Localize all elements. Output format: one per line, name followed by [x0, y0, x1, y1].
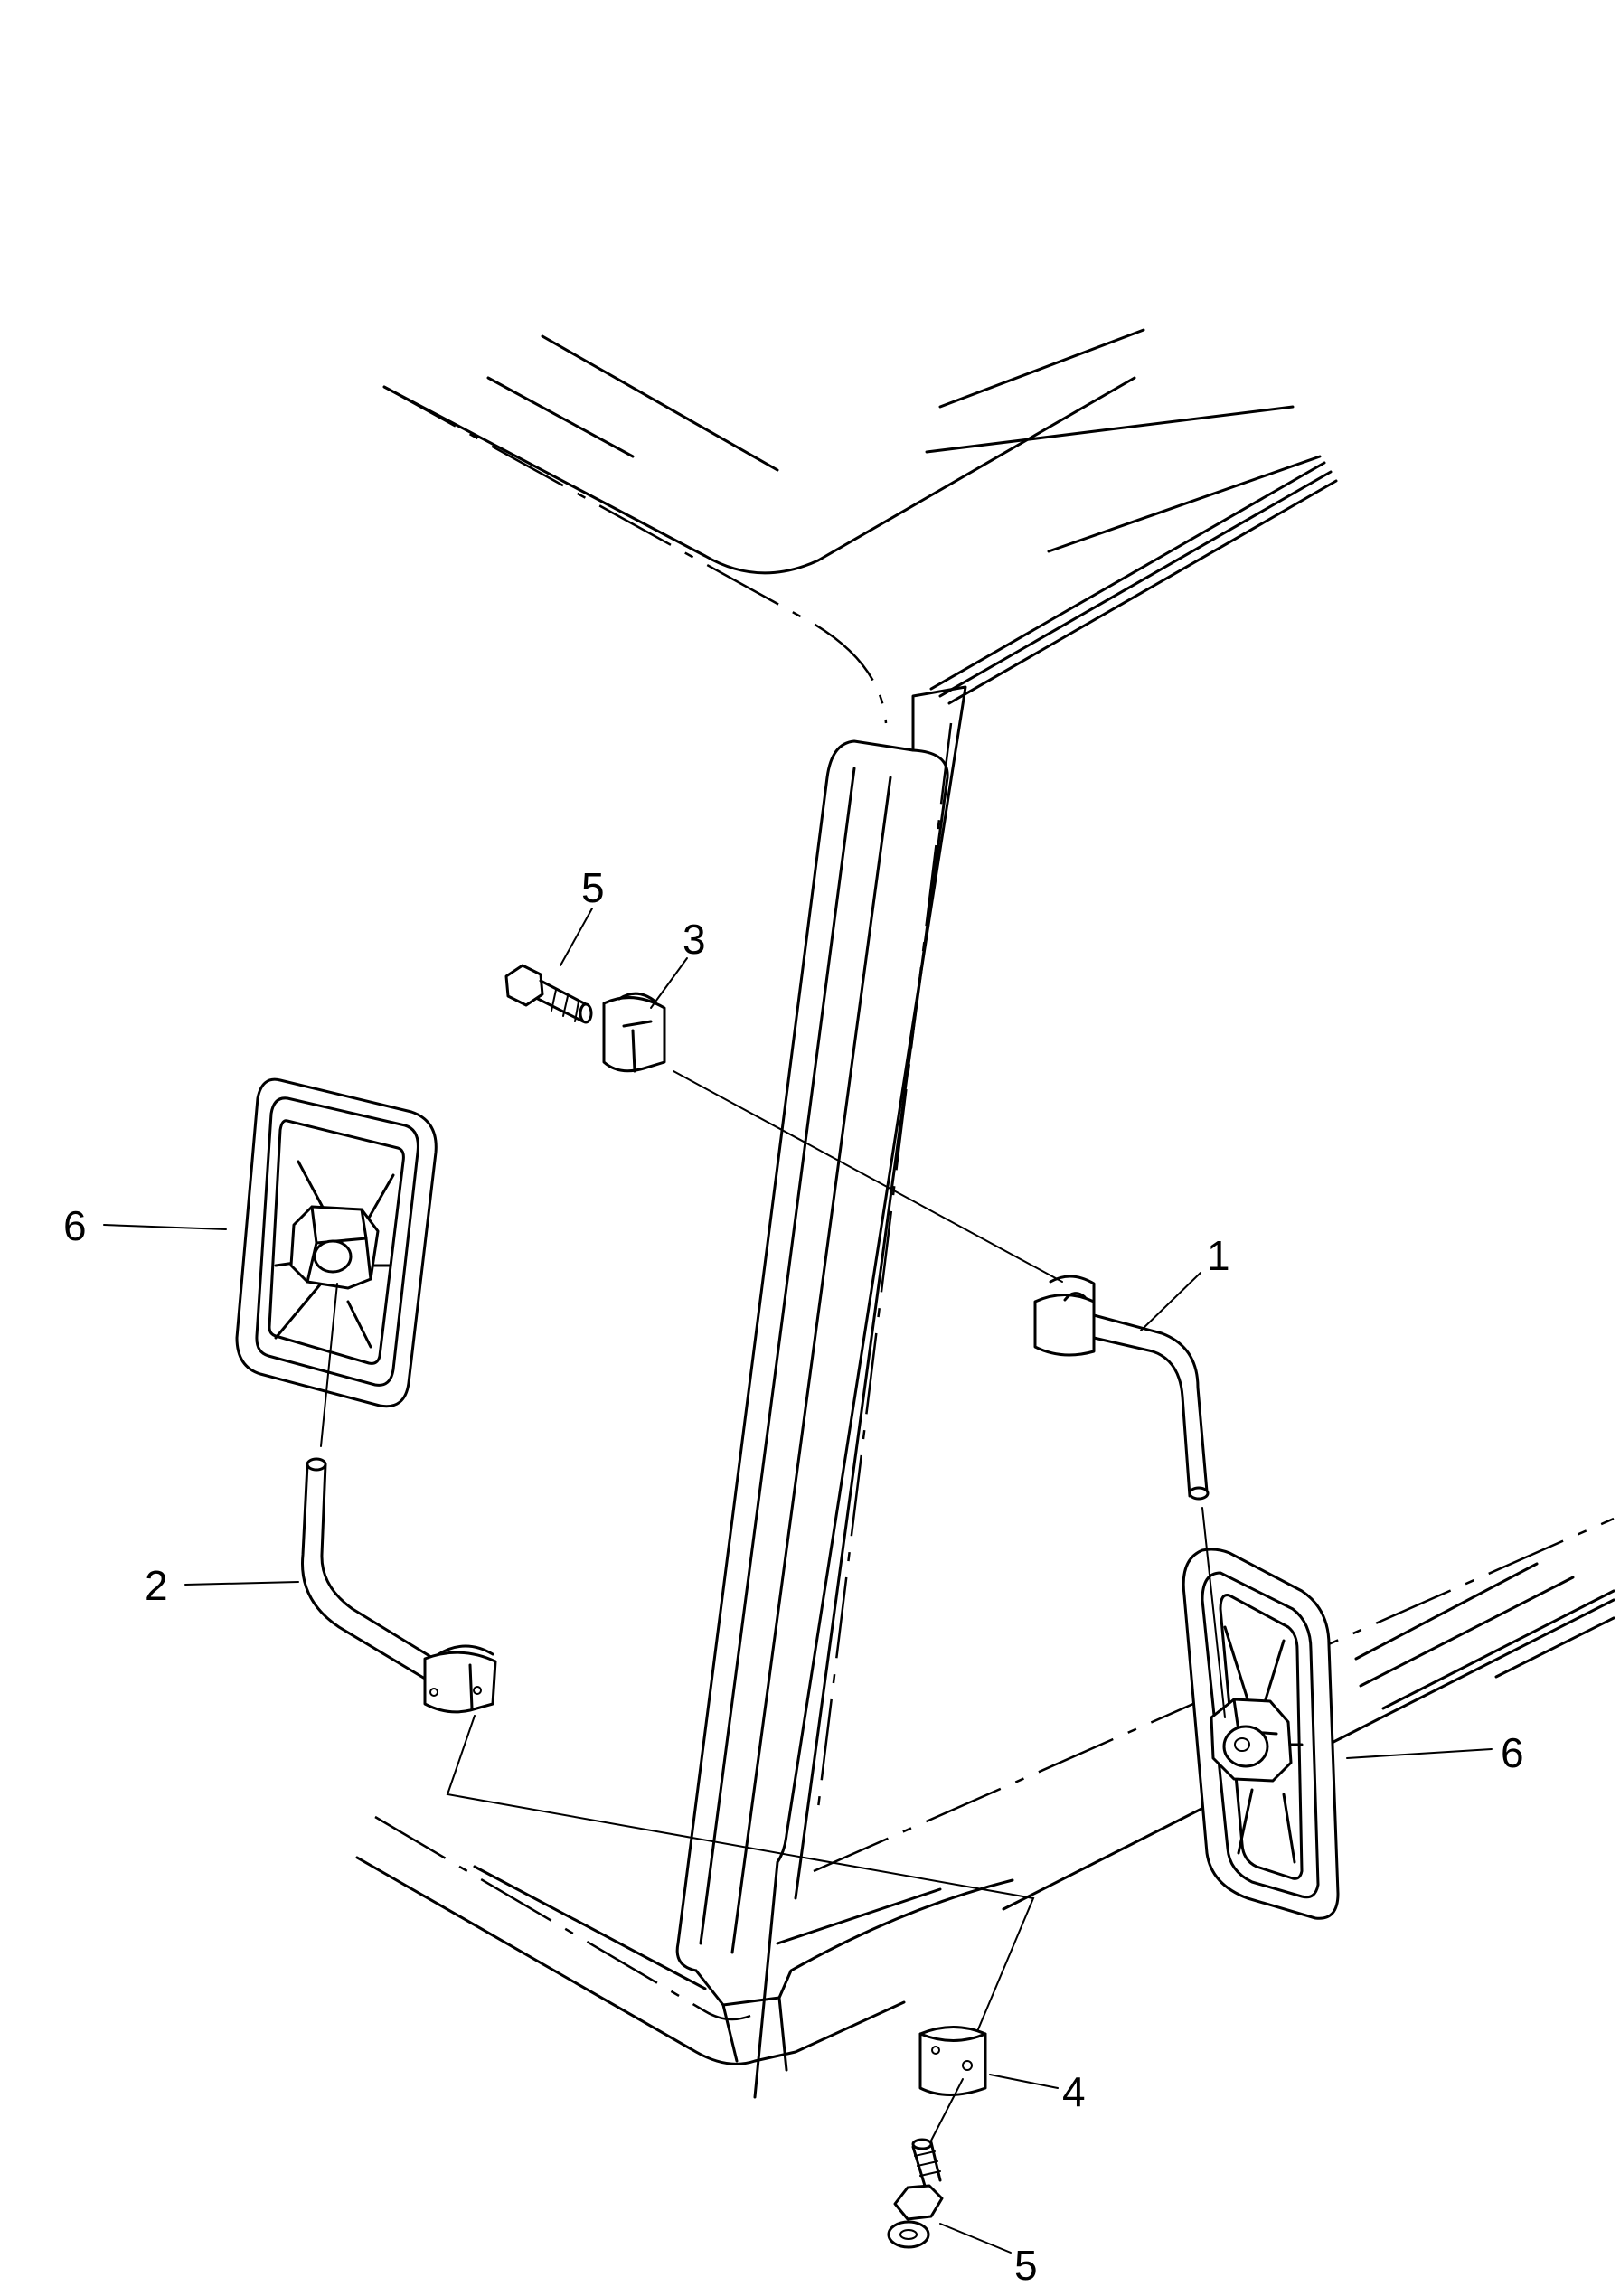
callout-1: 1	[1207, 1232, 1230, 1279]
mirror-stay-left	[301, 1457, 497, 1714]
bolt-lower	[887, 2138, 944, 2249]
callout-5-upper: 5	[581, 864, 605, 911]
callout-labels: 1 2 3 4 5 5 6 6	[63, 864, 1524, 2289]
cab-roof	[382, 328, 1338, 724]
cab-pillar	[675, 685, 1014, 2099]
clamp-lower	[918, 2026, 987, 2096]
mirror-left	[235, 1077, 438, 1408]
mirror-right	[1182, 1548, 1340, 1920]
callout-6-left: 6	[63, 1202, 87, 1249]
callout-5-lower: 5	[1014, 2242, 1038, 2289]
callout-6-right: 6	[1501, 1729, 1524, 1776]
leader-lines	[103, 908, 1493, 2254]
clamp-upper	[602, 992, 666, 1073]
callout-3: 3	[683, 916, 706, 963]
cab-body-lower	[355, 1517, 1615, 2065]
callout-2: 2	[145, 1562, 168, 1609]
mirror-stay-right	[1033, 1275, 1210, 1501]
bolt-upper	[504, 964, 593, 1024]
callout-4: 4	[1062, 2068, 1086, 2115]
